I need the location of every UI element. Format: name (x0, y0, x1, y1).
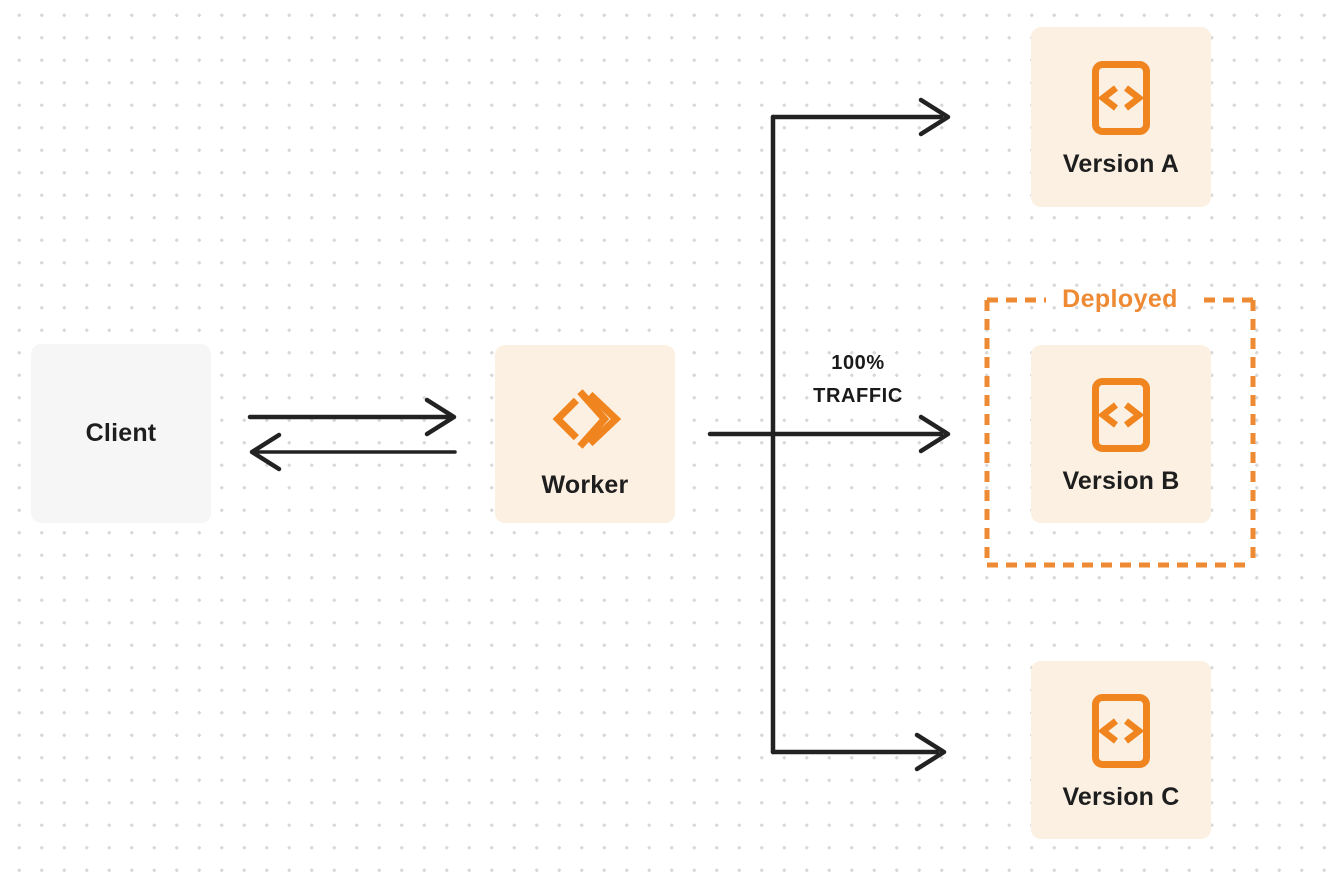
code-file-icon (1092, 61, 1150, 135)
traffic-percent-text: 100% (831, 352, 885, 374)
node-version-c: Version C (1031, 661, 1211, 839)
node-worker: Worker (495, 345, 675, 523)
client-label: Client (85, 419, 157, 447)
version-c-label: Version C (1062, 783, 1180, 811)
traffic-annotation: 100% TRAFFIC (813, 347, 903, 413)
arrow-client-to-worker (247, 397, 457, 437)
traffic-word-text: TRAFFIC (813, 385, 903, 407)
node-version-b: Version B (1031, 345, 1211, 523)
node-version-a: Version A (1031, 27, 1211, 207)
code-file-icon (1092, 378, 1150, 452)
version-a-label: Version A (1062, 150, 1180, 178)
worker-label: Worker (541, 470, 629, 499)
node-client: Client (31, 344, 211, 523)
arrow-branch-to-version-c (770, 732, 947, 772)
arrow-branch-to-version-a (770, 97, 951, 137)
arrow-worker-to-client (249, 432, 457, 472)
arrow-worker-to-version-b (707, 414, 951, 454)
code-file-icon (1092, 694, 1150, 768)
workers-logo-icon (552, 388, 622, 449)
deployed-badge-label: Deployed (1062, 284, 1178, 313)
version-b-label: Version B (1062, 467, 1180, 495)
